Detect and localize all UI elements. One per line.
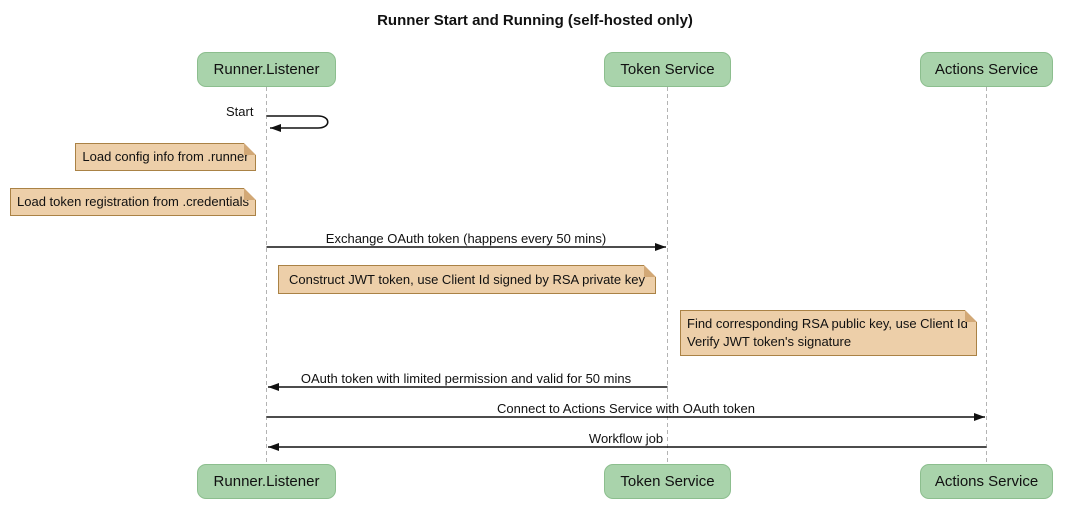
start-self-arrow	[266, 115, 329, 132]
participant-runner-listener-top: Runner.Listener	[197, 52, 336, 87]
participant-token-service-bottom: Token Service	[604, 464, 731, 499]
note-load-config: Load config info from .runner	[75, 143, 256, 171]
message-workflow-job: Workflow job	[586, 431, 666, 446]
message-connect-actions: Connect to Actions Service with OAuth to…	[495, 401, 757, 416]
message-start: Start	[226, 104, 254, 119]
participant-actions-service-top: Actions Service	[920, 52, 1053, 87]
diagram-title: Runner Start and Running (self-hosted on…	[377, 12, 693, 29]
message-exchange-oauth: Exchange OAuth token (happens every 50 m…	[323, 231, 609, 246]
note-verify-jwt: Find corresponding RSA public key, use C…	[680, 310, 977, 356]
message-oauth-return: OAuth token with limited permission and …	[298, 371, 634, 386]
participant-token-service-top: Token Service	[604, 52, 731, 87]
note-construct-jwt: Construct JWT token, use Client Id signe…	[278, 265, 656, 294]
participant-runner-listener-bottom: Runner.Listener	[197, 464, 336, 499]
note-load-token-registration: Load token registration from .credential…	[10, 188, 256, 216]
participant-actions-service-bottom: Actions Service	[920, 464, 1053, 499]
